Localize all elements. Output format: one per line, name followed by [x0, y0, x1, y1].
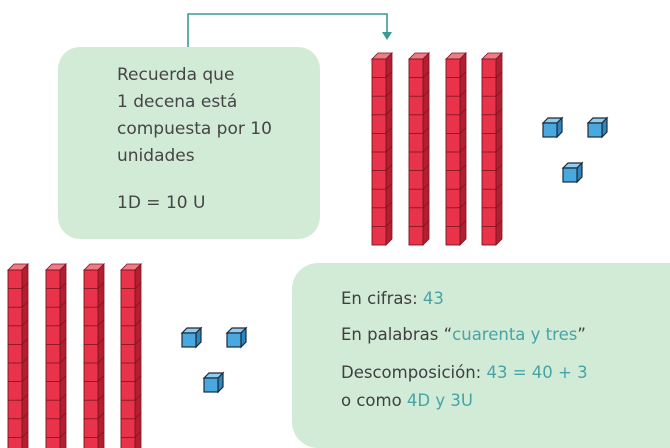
top-tens-rods: [371, 52, 503, 246]
unit-cube: [202, 371, 225, 394]
answer-box: [292, 263, 670, 448]
unit-cube: [225, 326, 248, 349]
bottom-tens-rods: [7, 263, 142, 448]
digits-value: 43: [422, 289, 444, 308]
decomposition-line: Descomposición: 43 = 40 + 3: [341, 363, 588, 383]
unit-cube: [541, 116, 564, 139]
digits-line: En cifras: 43: [341, 289, 444, 309]
top-unit-cubes: [541, 116, 609, 184]
unit-cube: [586, 116, 609, 139]
words-line: En palabras “cuarenta y tres”: [341, 325, 586, 345]
reminder-line-4: unidades: [117, 146, 195, 166]
words-close: ”: [577, 325, 586, 344]
bottom-unit-cubes: [180, 326, 248, 394]
words-value: cuarenta y tres: [452, 325, 578, 344]
alternative-line: o como 4D y 3U: [341, 391, 473, 411]
words-label: En palabras “: [341, 325, 453, 344]
reminder-line-3: compuesta por 10: [117, 119, 272, 139]
decomposition-label: Descomposición:: [341, 363, 487, 382]
reminder-line-2: 1 decena está: [117, 92, 238, 112]
unit-cube: [561, 161, 584, 184]
reminder-equation: 1D = 10 U: [117, 193, 206, 213]
tens-rod: [408, 52, 430, 246]
tens-rod: [7, 263, 29, 448]
decomposition-value: 43 = 40 + 3: [486, 363, 588, 382]
tens-rod: [445, 52, 467, 246]
tens-rod: [481, 52, 503, 246]
reminder-line-1: Recuerda que: [117, 65, 235, 85]
tens-rod: [83, 263, 105, 448]
tens-rod: [45, 263, 67, 448]
alternative-value: 4D y 3U: [406, 391, 473, 410]
tens-rod: [120, 263, 142, 448]
digits-label: En cifras:: [341, 289, 423, 308]
tens-rod: [371, 52, 393, 246]
unit-cube: [180, 326, 203, 349]
reminder-box: [58, 47, 320, 239]
alternative-prefix: o como: [341, 391, 407, 410]
